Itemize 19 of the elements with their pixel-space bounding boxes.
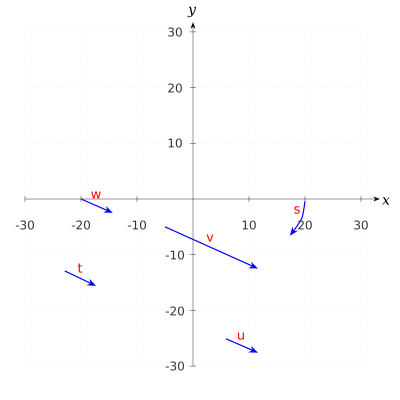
vector-label: w — [91, 191, 101, 199]
tick-label: -30 — [166, 361, 184, 371]
tick-label: -10 — [128, 220, 146, 230]
tick-label: -10 — [166, 250, 184, 260]
axis-label: x — [382, 197, 390, 205]
tick-label: 20 — [168, 83, 182, 93]
tick-label: 30 — [354, 220, 368, 230]
vector-label: u — [238, 332, 244, 340]
tick-label: 10 — [242, 220, 256, 230]
vector-label: v — [206, 234, 214, 242]
tick-label: -20 — [72, 220, 90, 230]
vector-label: s — [294, 206, 300, 214]
vector-label: t — [78, 263, 82, 273]
tick-label: -20 — [166, 306, 184, 316]
tick-label: 30 — [168, 27, 182, 37]
axis-label: y — [188, 6, 196, 18]
tick-label: -30 — [16, 220, 34, 230]
tick-label: 20 — [298, 220, 312, 230]
tick-label: 10 — [168, 138, 182, 148]
